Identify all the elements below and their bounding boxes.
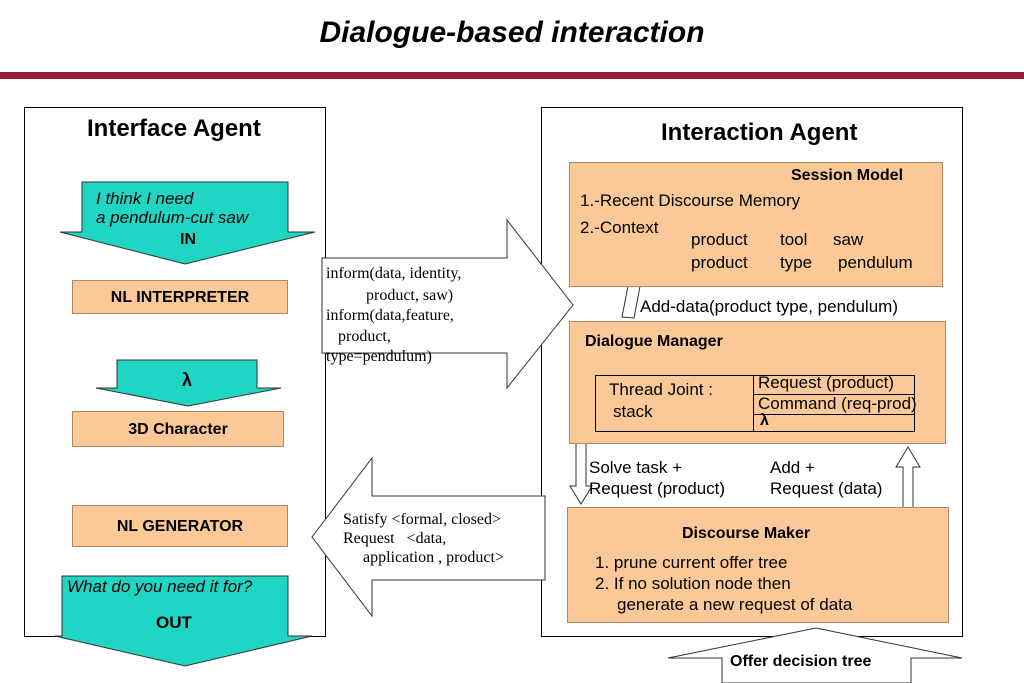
interface-agent-title: Interface Agent — [87, 115, 261, 142]
discourse-item1: 1. prune current offer tree — [595, 553, 788, 572]
offer-tree-arrow — [667, 627, 963, 683]
satisfy-line2: Request <data, — [343, 530, 447, 547]
inform-line1: inform(data, identity, — [326, 265, 462, 282]
ctx-r2-c3: pendulum — [838, 253, 913, 272]
nl-generator-box: NL GENERATOR — [72, 505, 288, 547]
inform-line2: product, saw) — [326, 287, 454, 304]
discourse-item3: generate a new request of data — [617, 595, 853, 614]
inform-line4: product, — [326, 328, 391, 345]
nl-interpreter-box: NL INTERPRETER — [72, 280, 288, 314]
session-model-title: Session Model — [791, 167, 904, 184]
slide-title: Dialogue-based interaction — [319, 16, 705, 49]
stack-table: Request (product) Command (req-prod) λ — [753, 373, 917, 432]
title-rule — [0, 72, 1024, 79]
input-text-line2: a pendulum-cut saw — [96, 208, 249, 227]
input-text-line1: I think I need — [96, 189, 194, 208]
nl-interpreter-label: NL INTERPRETER — [110, 289, 250, 306]
3d-character-label: 3D Character — [128, 421, 228, 438]
input-label: IN — [180, 231, 196, 248]
solve-task-line2: Request (product) — [589, 479, 726, 498]
satisfy-arrow — [311, 456, 546, 618]
add-data-label: Add-data(product type, pendulum) — [640, 297, 898, 316]
lambda-arrow — [95, 359, 282, 407]
output-arrow — [54, 575, 313, 667]
add-request-line2: Request (data) — [770, 479, 883, 498]
output-question: What do you need it for? — [67, 577, 253, 596]
input-arrow — [59, 181, 316, 265]
inform-line5: type=pendulum) — [326, 348, 432, 365]
dialogue-manager-box: Dialogue Manager — [569, 321, 946, 444]
ctx-r1-c1: product — [691, 230, 748, 249]
lambda-symbol: λ — [182, 370, 193, 390]
add-request-line1: Add + — [770, 458, 815, 477]
discourse-item2: 2. If no solution node then — [595, 574, 791, 593]
inform-line3: inform(data,feature, — [326, 307, 454, 324]
thread-joint-frame — [595, 375, 915, 432]
3d-character-box: 3D Character — [72, 411, 284, 447]
stack-cell-3: λ — [754, 412, 915, 432]
offer-tree-label: Offer decision tree — [730, 653, 872, 670]
solve-task-line1: Solve task + — [589, 458, 683, 477]
thread-stack-label: stack — [613, 402, 653, 421]
dialogue-manager-title: Dialogue Manager — [585, 333, 723, 350]
thread-joint-label: Thread Joint : — [609, 380, 713, 399]
discourse-maker-box: Discourse Maker 1. prune current offer t… — [567, 507, 949, 623]
stack-cell-1: Request (product) — [754, 373, 915, 395]
stack-item-1: Request (product) — [758, 373, 895, 392]
session-item2: 2.-Context — [580, 218, 659, 237]
satisfy-line3: application , product> — [343, 549, 504, 566]
session-model-box: Session Model 1.-Recent Discourse Memory… — [569, 162, 943, 287]
output-label: OUT — [156, 613, 192, 632]
stack-item-2: Command (req-prod) — [758, 394, 917, 413]
session-item1: 1.-Recent Discourse Memory — [580, 191, 801, 210]
nl-generator-label: NL GENERATOR — [116, 518, 244, 535]
stack-cell-2: Command (req-prod) — [754, 394, 917, 415]
satisfy-line1: Satisfy <formal, closed> — [343, 511, 502, 528]
ctx-r1-c2: tool — [780, 230, 808, 249]
interaction-agent-title: Interaction Agent — [661, 119, 858, 146]
inform-arrow — [321, 218, 574, 390]
ctx-r2-c2: type — [780, 253, 813, 272]
ctx-r1-c3: saw — [833, 230, 864, 249]
stack-item-3: λ — [760, 412, 769, 429]
discourse-maker-title: Discourse Maker — [682, 525, 811, 542]
ctx-r2-c1: product — [691, 253, 748, 272]
